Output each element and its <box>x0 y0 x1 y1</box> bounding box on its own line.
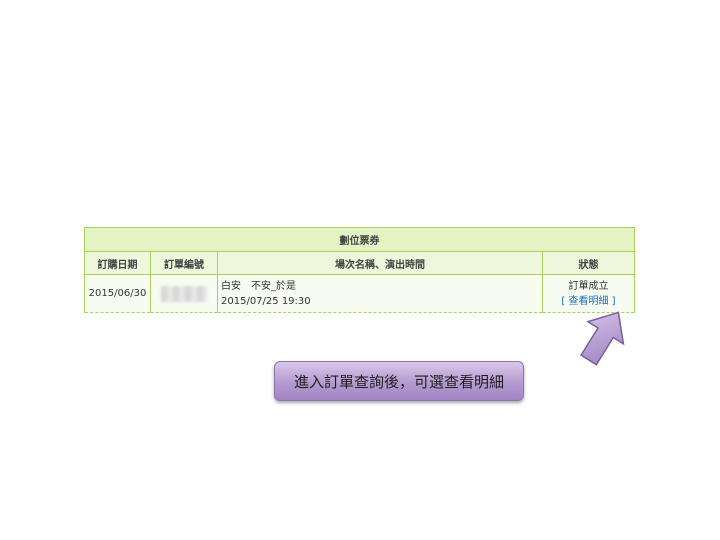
status-text: 訂單成立 <box>568 280 609 292</box>
view-details-link[interactable]: [ 查看明細 ] <box>561 295 616 307</box>
header-order-date: 訂購日期 <box>84 251 151 275</box>
pointer-arrow-icon <box>580 311 625 366</box>
table-title: 劃位票券 <box>84 227 635 252</box>
blurred-order-number <box>161 285 207 302</box>
order-date-cell: 2015/06/30 <box>84 274 151 313</box>
order-table: 劃位票券 訂購日期 訂單編號 場次名稱、演出時間 狀態 2015/06/30 白… <box>84 227 635 313</box>
show-cell: 白安 不安_於是 2015/07/25 19:30 <box>217 274 543 313</box>
table-row: 2015/06/30 白安 不安_於是 2015/07/25 19:30 訂單成… <box>84 274 635 313</box>
table-header-row: 訂購日期 訂單編號 場次名稱、演出時間 狀態 <box>84 251 635 275</box>
header-status: 狀態 <box>542 251 635 275</box>
instruction-callout: 進入訂單查詢後，可選查看明細 <box>274 361 524 401</box>
show-name: 白安 不安_於是 <box>221 280 296 292</box>
order-number-cell <box>150 274 218 313</box>
show-time: 2015/07/25 19:30 <box>221 295 311 307</box>
header-order-number: 訂單編號 <box>150 251 218 275</box>
status-cell: 訂單成立 [ 查看明細 ] <box>542 274 635 313</box>
table-title-row: 劃位票券 <box>84 227 635 252</box>
header-show-time: 場次名稱、演出時間 <box>217 251 543 275</box>
callout-text: 進入訂單查詢後，可選查看明細 <box>293 372 504 391</box>
